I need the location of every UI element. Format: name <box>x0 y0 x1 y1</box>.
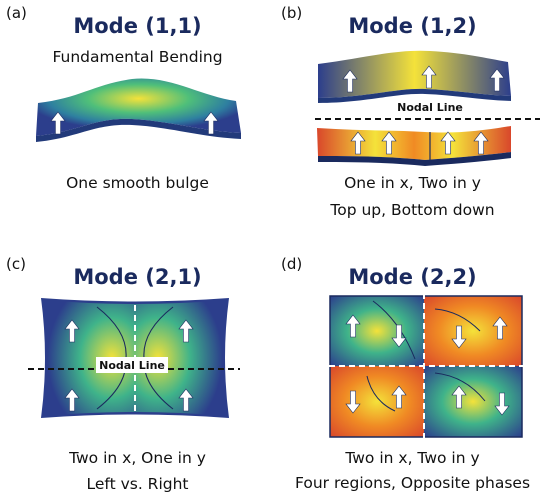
panel-label: (d) <box>281 255 303 273</box>
plate-mode-2-1: Nodal Line <box>28 295 240 421</box>
contour-line <box>434 372 486 402</box>
panel-caption-line2: Four regions, Opposite phases <box>294 474 531 492</box>
nodal-line-label: Nodal Line <box>99 359 165 372</box>
region-bottom-right <box>424 366 522 437</box>
nodal-label-box <box>398 99 462 115</box>
panel-title: Mode (2,1) <box>73 265 202 289</box>
panel-subtitle: Fundamental Bending <box>52 48 223 66</box>
panel-title: Mode (2,2) <box>348 265 477 289</box>
panel-caption-line2: Top up, Bottom down <box>330 201 495 219</box>
panel-label: (b) <box>281 4 303 22</box>
panel-mode-1-1: (a) Mode (1,1) Fundamental Bending One s… <box>0 0 275 251</box>
panel-caption-line1: Two in x, One in y <box>69 449 206 467</box>
top-half-surface <box>318 50 511 98</box>
plate-mode-2-2 <box>319 293 537 440</box>
panel-caption-line1: One in x, Two in y <box>344 174 481 192</box>
panel-caption-line2: Left vs. Right <box>86 475 189 493</box>
panel-label: (c) <box>6 255 26 273</box>
panel-caption-line1: Two in x, Two in y <box>345 449 480 467</box>
panel-title: Mode (1,1) <box>73 14 202 38</box>
panel-label: (a) <box>6 4 27 22</box>
bottom-half-surface <box>317 126 511 160</box>
nodal-line-label: Nodal Line <box>397 101 463 114</box>
right-region <box>135 300 227 416</box>
region-bottom-left <box>330 366 424 437</box>
panel-mode-1-2: (b) Mode (1,2) Nodal Line One in x, Two … <box>275 0 550 251</box>
region-top-left <box>330 296 424 366</box>
panel-mode-2-1: (c) Mode (2,1) Nodal Line Two in x, One … <box>0 251 275 502</box>
panel-title: Mode (1,2) <box>348 14 477 38</box>
nodal-label-box <box>96 357 168 373</box>
plate-mode-1-1 <box>36 78 241 142</box>
region-top-right <box>424 296 522 366</box>
panel-mode-2-2: (d) Mode (2,2) Two in x, Two in y Four r… <box>275 251 550 502</box>
plate-edge <box>36 118 241 142</box>
plate-mode-1-2: Nodal Line <box>315 50 540 166</box>
top-half-edge <box>318 88 511 103</box>
plate-surface <box>36 78 241 136</box>
contour-line <box>366 375 396 412</box>
contour-line <box>434 308 481 332</box>
bottom-half-edge <box>318 152 511 166</box>
panel-caption: One smooth bulge <box>66 174 209 192</box>
